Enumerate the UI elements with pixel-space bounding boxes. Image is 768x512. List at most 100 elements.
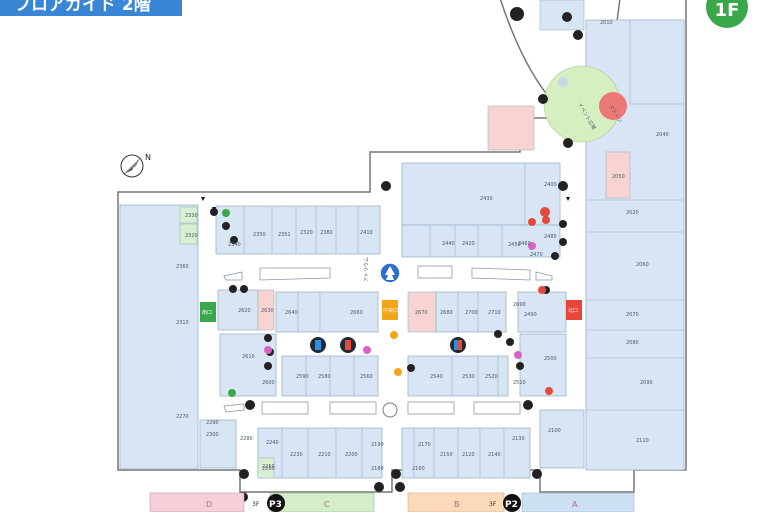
escalator-icon[interactable] <box>559 238 567 246</box>
shop-north-top[interactable] <box>539 0 585 31</box>
shop-number: 2130 <box>512 436 525 442</box>
south-exit-sign[interactable] <box>200 302 216 322</box>
parking-zone-a[interactable] <box>521 492 635 512</box>
escalator-icon[interactable] <box>407 364 415 372</box>
escalator-icon[interactable] <box>264 334 272 342</box>
escalator-icon[interactable] <box>381 181 391 191</box>
shop-block-center-lower-right <box>407 355 509 397</box>
escalator-icon[interactable] <box>229 285 237 293</box>
shop-number: 2351 <box>278 232 291 238</box>
escalator-icon[interactable] <box>210 208 218 216</box>
escalator-icon[interactable] <box>523 400 533 410</box>
shop-row-bottom-east <box>401 427 531 479</box>
escalator-icon[interactable] <box>264 362 272 370</box>
shop-number: 2060 <box>636 262 649 268</box>
baby-room-icon[interactable] <box>545 387 553 395</box>
info-icon[interactable] <box>390 331 398 339</box>
escalator-icon[interactable] <box>245 400 255 410</box>
south-exit-label: 南口 <box>202 309 212 316</box>
shop-2050-pink[interactable] <box>605 151 631 199</box>
shop-number: 2540 <box>430 374 443 380</box>
parking-p2-floor: 3F <box>489 501 497 508</box>
aed-icon[interactable] <box>514 351 522 359</box>
aed-icon[interactable] <box>528 242 536 250</box>
shop-2320[interactable] <box>179 223 198 245</box>
baby-room-icon[interactable] <box>528 218 536 226</box>
escalator-icon[interactable] <box>510 7 524 21</box>
shop-2630-pink[interactable] <box>257 289 275 331</box>
shop-number: 2690 <box>513 302 526 308</box>
escalator-icon[interactable] <box>391 469 401 479</box>
shop-number: 2340 <box>228 242 241 248</box>
shop-number: 2110 <box>636 438 649 444</box>
aed-icon[interactable] <box>264 346 272 354</box>
info-icon[interactable] <box>394 368 402 376</box>
shop-north-small[interactable] <box>487 105 535 151</box>
stage[interactable] <box>599 92 627 120</box>
shop-2330[interactable] <box>179 206 198 224</box>
shop-number: 2040 <box>656 132 669 138</box>
escalator-icon[interactable] <box>516 362 524 370</box>
shop-number: 2140 <box>488 452 501 458</box>
shop-number: 2400 <box>544 182 557 188</box>
escalator-icon[interactable] <box>374 482 384 492</box>
shop-number: 2450 <box>508 242 521 248</box>
north-exit-sign[interactable] <box>566 300 582 320</box>
planter <box>329 401 377 415</box>
shop-number: 2610 <box>242 354 255 360</box>
shop-number: 2590 <box>296 374 309 380</box>
baby-room-icon[interactable] <box>538 286 546 294</box>
escalator-icon[interactable] <box>230 236 238 244</box>
baby-room-icon[interactable] <box>540 207 550 217</box>
info-icon[interactable] <box>222 209 230 217</box>
aed-icon[interactable] <box>363 346 371 354</box>
escalator-icon[interactable] <box>494 330 502 338</box>
shop-number: 2500 <box>544 356 557 362</box>
shop-number: 2620 <box>238 308 251 314</box>
escalator-icon[interactable] <box>538 94 548 104</box>
parking-zone-label: B <box>454 500 460 509</box>
plaza-marker <box>558 77 568 87</box>
escalator-icon[interactable] <box>558 181 568 191</box>
shop-number: 2320 <box>300 230 313 236</box>
shop-number: 2250 <box>262 464 275 470</box>
escalator-icon[interactable] <box>240 285 248 293</box>
escalator-icon[interactable] <box>559 220 567 228</box>
parking-zone-label: D <box>206 500 212 509</box>
entrance-arrow <box>212 207 216 211</box>
shop-number: 2530 <box>462 374 475 380</box>
shop-block-south-west <box>199 419 237 469</box>
escalator-icon[interactable] <box>395 482 405 492</box>
planter <box>407 401 455 415</box>
central-exit-sign[interactable] <box>382 300 398 320</box>
planter <box>535 271 553 281</box>
shop-2260-green[interactable] <box>257 457 275 479</box>
shop-north-east-top[interactable] <box>629 19 685 105</box>
atrium-label: アトリウム <box>363 257 370 282</box>
shop-number: 2300 <box>206 432 219 438</box>
shop-number: 2270 <box>176 414 189 420</box>
parking-zone-label: C <box>324 500 330 509</box>
shop-number: 2320 <box>185 233 198 239</box>
parking-zone-c[interactable] <box>269 492 375 512</box>
shop-number: 2100 <box>548 428 561 434</box>
shop-number: 2630 <box>261 308 274 314</box>
baby-room-icon[interactable] <box>542 216 550 224</box>
curved-wall <box>499 0 549 97</box>
escalator-icon[interactable] <box>562 12 572 22</box>
escalator-icon[interactable] <box>551 252 559 260</box>
escalator-icon[interactable] <box>222 222 230 230</box>
shop-number: 2010 <box>600 20 613 26</box>
shop-number: 2170 <box>418 442 431 448</box>
shop-block-center-lower-east <box>519 333 567 397</box>
escalator-icon[interactable] <box>563 138 573 148</box>
parking-zone-d[interactable] <box>149 492 245 512</box>
parking-p3-icon[interactable] <box>267 494 285 512</box>
parking-p2-icon[interactable] <box>503 494 521 512</box>
escalator-icon[interactable] <box>573 30 583 40</box>
escalator-icon[interactable] <box>239 469 249 479</box>
escalator-icon[interactable] <box>532 469 542 479</box>
shop-block-center-upper <box>275 291 379 333</box>
escalator-icon[interactable] <box>506 338 514 346</box>
info-icon[interactable] <box>228 389 236 397</box>
